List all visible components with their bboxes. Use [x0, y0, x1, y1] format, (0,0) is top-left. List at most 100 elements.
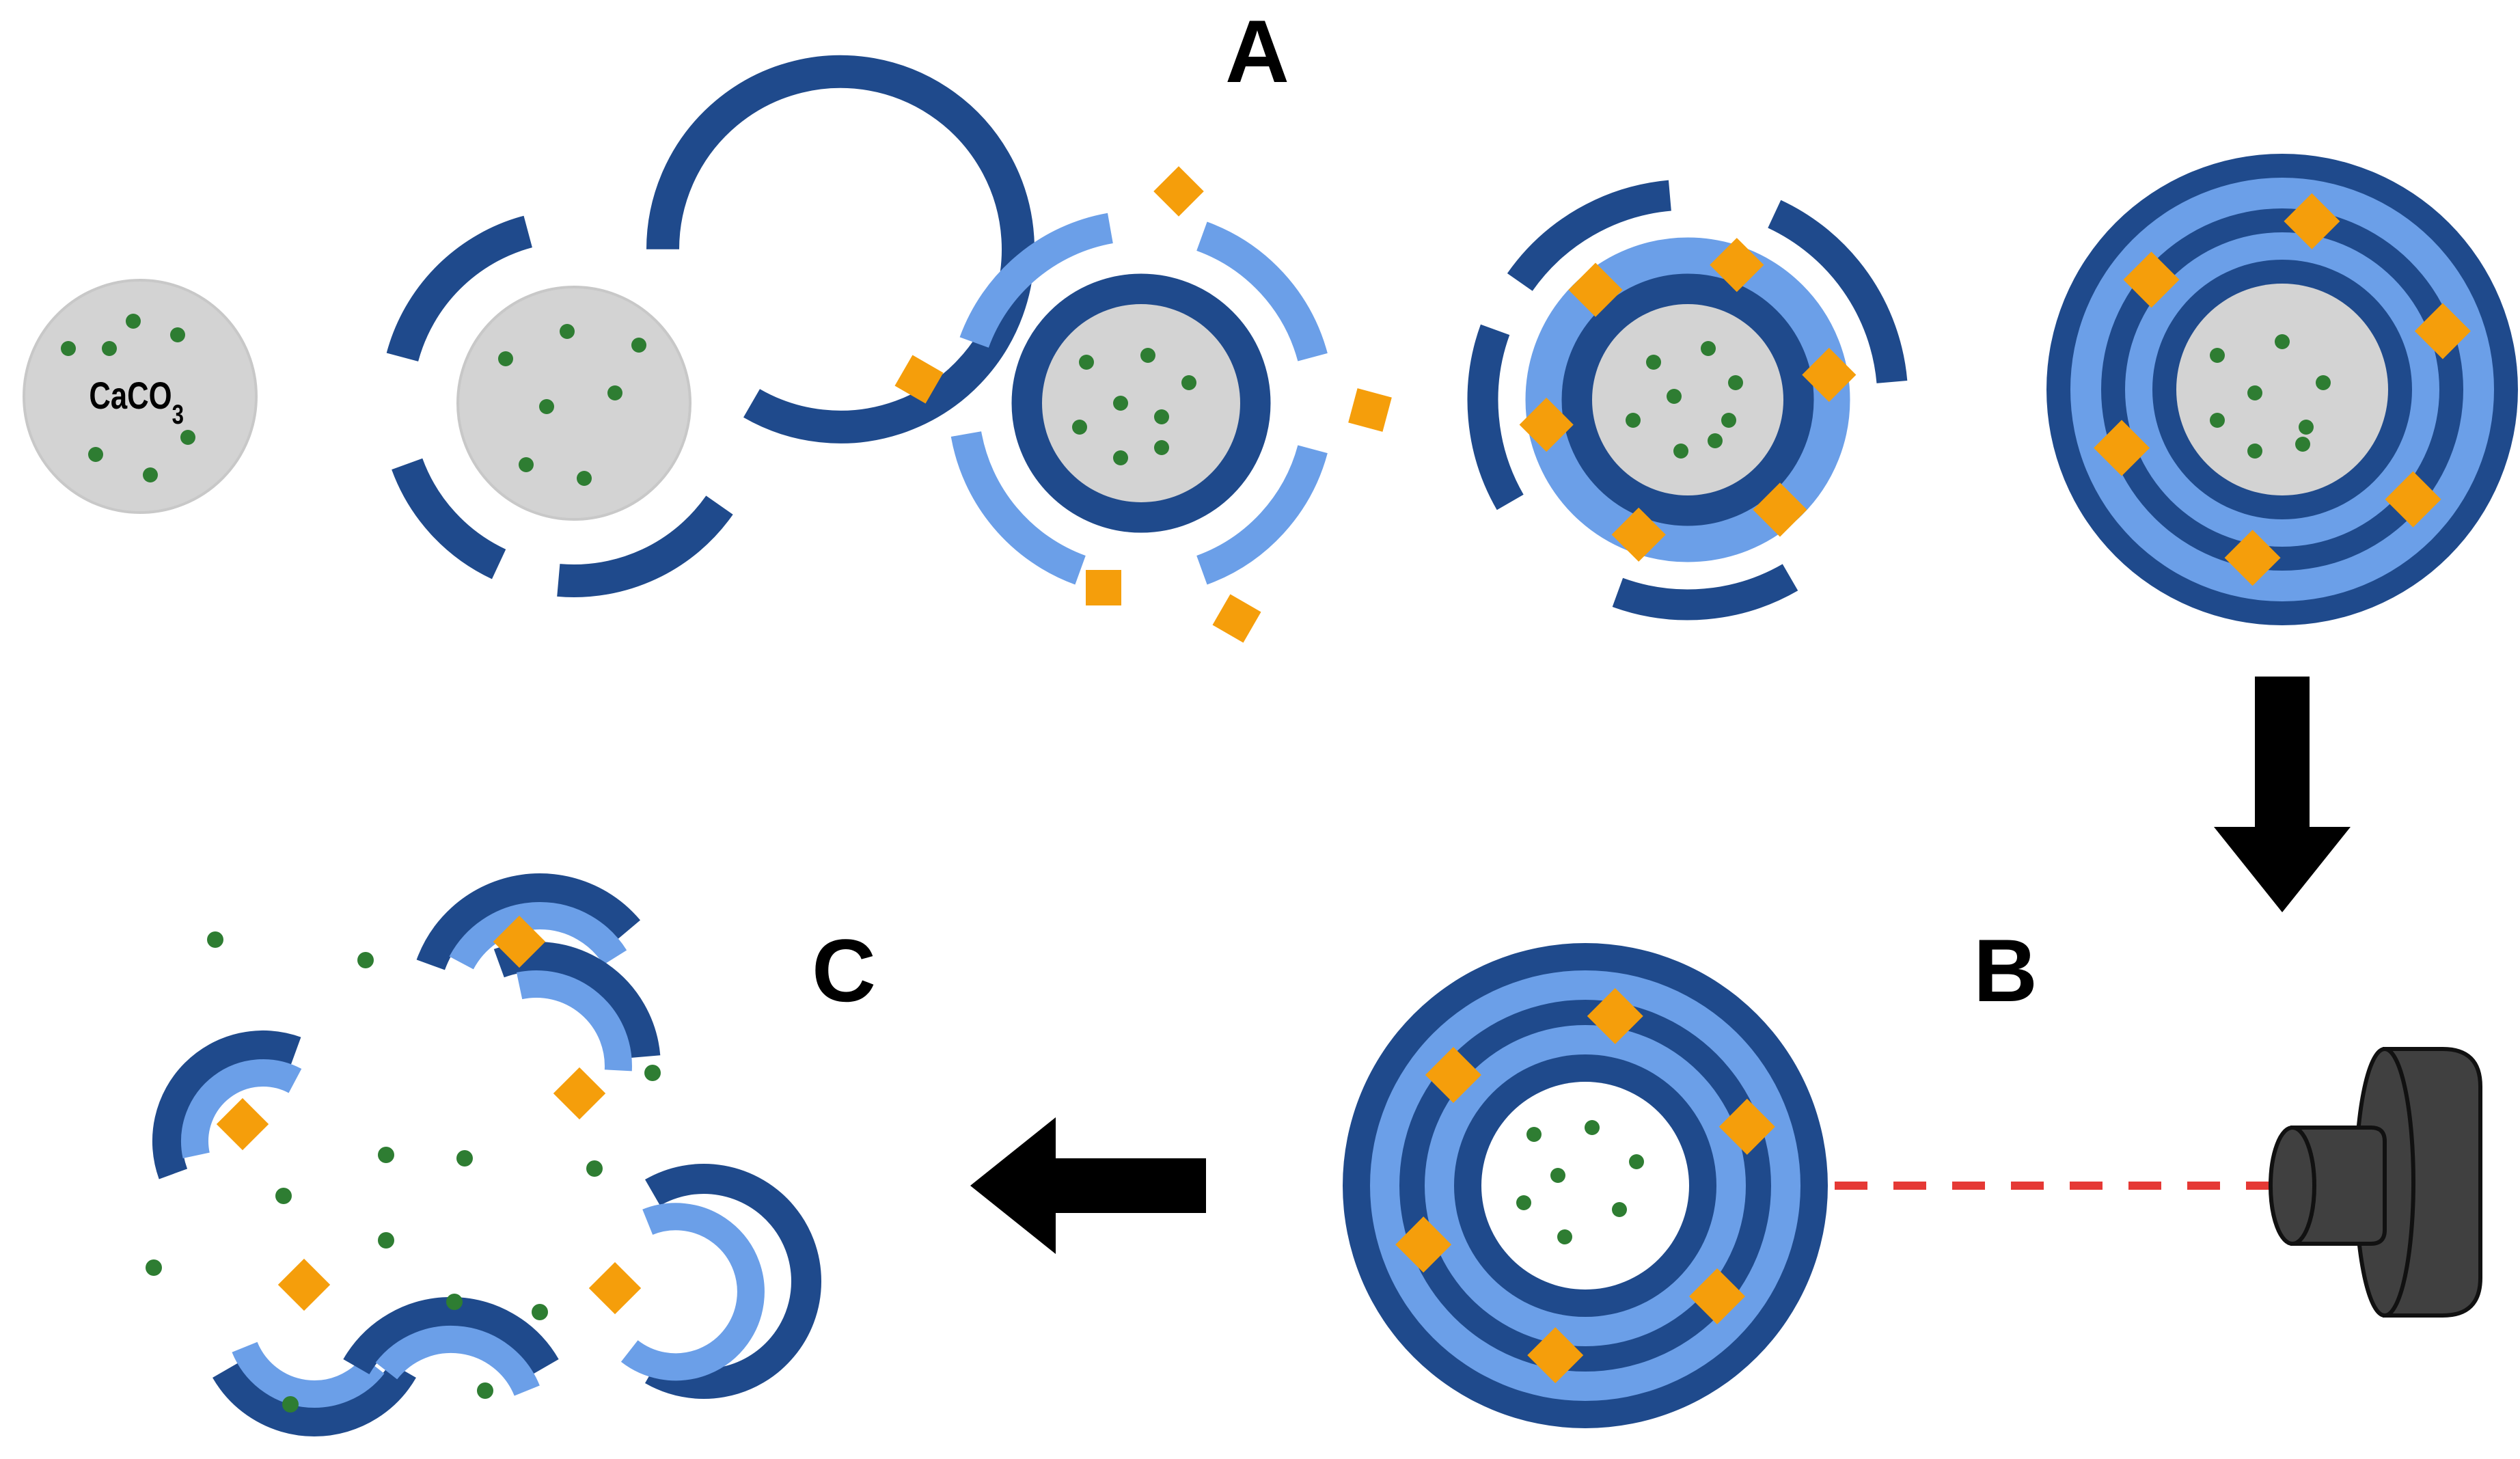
stage-2-first-layer	[386, 55, 1035, 597]
nanoparticle-dot	[477, 1382, 493, 1399]
hollow-core	[1481, 1082, 1689, 1290]
nanoparticle-dot	[519, 457, 534, 472]
nanoparticle-dot	[378, 1232, 394, 1249]
label-b: B	[1973, 921, 2038, 1020]
nanoparticle-dot	[560, 324, 575, 339]
nanoparticle-dot	[2316, 375, 2331, 390]
polymer-fragment	[557, 495, 733, 597]
nanoparticle-dot	[1612, 1202, 1627, 1217]
nanoparticle-dot	[275, 1188, 292, 1204]
arrow-left-icon	[970, 1117, 1206, 1254]
nanoparticle-dot	[2210, 413, 2225, 428]
laser-nozzle-face	[2269, 1126, 2316, 1246]
drug-particle	[588, 1262, 642, 1315]
nanoparticle-dot	[1721, 413, 1736, 428]
polymer-fragment	[1507, 180, 1672, 292]
polymer-fragment	[386, 215, 533, 362]
drug-particles	[894, 166, 1392, 643]
polymer-fragment	[392, 458, 506, 579]
label-a: A	[1225, 1, 1289, 101]
nanoparticle-dot	[539, 399, 554, 414]
nanoparticle-dot	[2299, 420, 2314, 435]
nanoparticle-dots	[2210, 334, 2331, 459]
nanoparticle-dot	[1708, 433, 1723, 448]
drug-particle	[1395, 1216, 1452, 1273]
nanoparticle-dot	[2210, 348, 2225, 363]
light-polymer-shell	[1525, 237, 1850, 562]
nanoparticle-dot	[607, 385, 622, 400]
dark-polymer-fragments	[1467, 180, 1908, 621]
nanoparticle-dot	[378, 1147, 394, 1163]
nanoparticle-dot	[207, 931, 223, 948]
drug-particle	[216, 1097, 269, 1151]
polymer-fragment	[449, 902, 627, 970]
nanoparticle-dot	[102, 341, 117, 356]
nanoparticle-dots	[1072, 348, 1196, 465]
polymer-fragment	[1467, 324, 1524, 510]
nanoparticle-dot	[170, 327, 185, 342]
nanoparticle-dot	[498, 351, 513, 366]
core-particle	[2176, 284, 2388, 495]
light-polymer-fragments	[950, 213, 1328, 585]
polymer-fragment	[516, 970, 632, 1072]
drug-particle	[2284, 193, 2340, 249]
polymer-fragment	[1612, 564, 1798, 621]
arrow-down-icon	[2214, 677, 2351, 912]
polymer-fragment	[646, 55, 1035, 444]
nanoparticle-dot	[126, 314, 141, 329]
nanoparticle-dot	[1140, 348, 1155, 363]
polymer-fragment	[1196, 221, 1328, 362]
capsule-fragments	[152, 873, 821, 1436]
drug-particle	[1587, 987, 1643, 1044]
drug-particle	[2414, 303, 2471, 359]
released-nanoparticles	[146, 931, 661, 1413]
drug-particle	[2224, 530, 2281, 586]
nanoparticle-dot	[532, 1304, 548, 1320]
drug-particle	[2123, 251, 2180, 308]
nanoparticle-dots	[1626, 341, 1743, 459]
nanoparticle-dot	[2247, 385, 2262, 400]
nanoparticle-dot	[1646, 355, 1661, 370]
polymer-fragment	[181, 1059, 302, 1158]
laser-device-icon	[2269, 1047, 2482, 1318]
polymer-fragment	[1768, 200, 1908, 384]
nanoparticle-dot	[1181, 375, 1196, 390]
polymer-fragment	[645, 1164, 821, 1399]
dark-polymer-fragments	[386, 55, 1035, 597]
nanoparticle-dot	[577, 471, 592, 486]
stage-c-released-contents	[146, 873, 821, 1436]
nanoparticle-dot	[1701, 341, 1716, 356]
polymer-fragment	[1196, 445, 1328, 585]
nanoparticle-dot	[2247, 444, 2262, 459]
laser-nozzle	[2290, 1126, 2387, 1246]
drug-particle	[1086, 570, 1121, 605]
polymer-fragment	[959, 213, 1114, 349]
nanoparticle-dot	[282, 1396, 299, 1413]
nanoparticle-dots	[61, 314, 195, 482]
nanoparticle-dot	[1516, 1195, 1531, 1210]
nanoparticle-dot	[644, 1065, 661, 1081]
polymer-fragment	[375, 1325, 540, 1396]
stage-1-caco3-core: CaCO3	[23, 279, 258, 514]
stage-3-second-layer	[894, 166, 1392, 643]
nanoparticle-dot	[357, 952, 374, 968]
nanoparticle-dot	[1557, 1229, 1572, 1244]
drug-particle	[1689, 1268, 1746, 1324]
nanoparticle-dot	[88, 447, 103, 462]
nanoparticle-dot	[1585, 1120, 1600, 1135]
nanoparticle-dot	[1626, 413, 1641, 428]
nanoparticle-dot	[1629, 1154, 1644, 1169]
core-particle	[1042, 304, 1240, 502]
nanoparticle-dot	[1667, 389, 1682, 404]
drug-particle	[553, 1067, 606, 1120]
nanoparticle-dot	[1728, 375, 1743, 390]
polymer-fragment	[620, 1203, 765, 1381]
drug-particle	[894, 355, 944, 404]
drug-particles	[2094, 193, 2471, 586]
nanoparticle-dot	[2275, 334, 2290, 349]
nanoparticle-dots	[1516, 1120, 1644, 1244]
nanoparticle-dot	[631, 338, 646, 353]
nanoparticle-dot	[146, 1259, 162, 1276]
nanoparticle-dot	[1113, 450, 1128, 465]
drug-particle	[1718, 1098, 1775, 1155]
